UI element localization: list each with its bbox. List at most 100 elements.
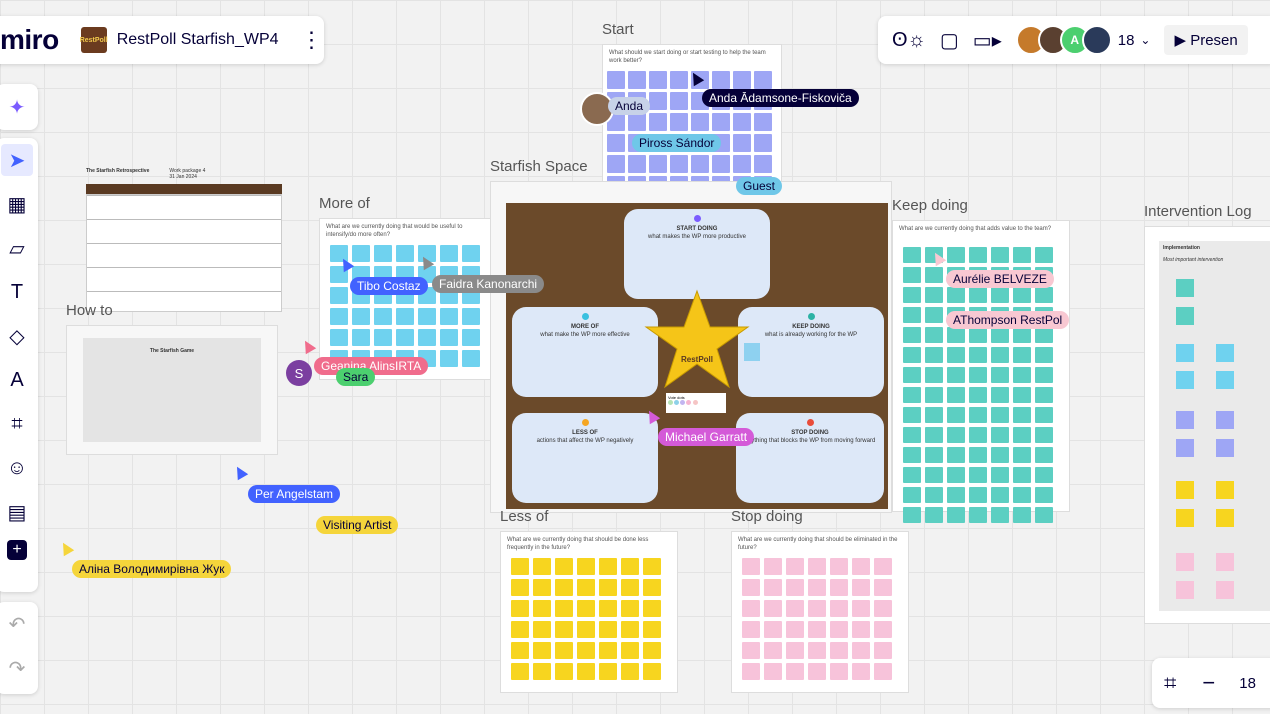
- shapes-icon[interactable]: ◇: [9, 325, 25, 348]
- sticky-note[interactable]: [786, 579, 804, 596]
- sticky-note[interactable]: [418, 308, 436, 325]
- frame-intervention-log[interactable]: Implementation Most important interventi…: [1144, 226, 1270, 624]
- present-button[interactable]: ▶ Presen: [1164, 25, 1248, 55]
- sticky-note[interactable]: [1013, 387, 1031, 403]
- sticky-note[interactable]: [396, 329, 414, 346]
- sticky-note[interactable]: [1035, 347, 1053, 363]
- reactions-icon[interactable]: ʘ☼: [892, 28, 926, 51]
- sticky-note[interactable]: [874, 600, 892, 617]
- sticky-note[interactable]: [925, 387, 943, 403]
- sticky-note[interactable]: [1216, 344, 1234, 362]
- frame-label-how-to[interactable]: How to: [66, 302, 113, 319]
- sticky-note[interactable]: [533, 663, 551, 680]
- sticky-note[interactable]: [396, 245, 414, 262]
- sticky-note[interactable]: [577, 600, 595, 617]
- sticky-note[interactable]: [621, 579, 639, 596]
- zoom-level[interactable]: 18: [1239, 674, 1256, 692]
- sticky-note[interactable]: [925, 467, 943, 483]
- sticky-note[interactable]: [852, 621, 870, 638]
- sticky-note[interactable]: [621, 663, 639, 680]
- sticky-note[interactable]: [874, 621, 892, 638]
- sticky-note-icon[interactable]: ▱: [9, 237, 25, 260]
- sticky-note[interactable]: [969, 507, 987, 523]
- sticky-note[interactable]: [533, 558, 551, 575]
- sticky-note[interactable]: [969, 427, 987, 443]
- board-menu-icon[interactable]: ⋮: [300, 27, 323, 52]
- sticky-note[interactable]: [462, 329, 480, 346]
- sticky-note[interactable]: [555, 621, 573, 638]
- sticky-note[interactable]: [440, 350, 458, 367]
- sticky-note[interactable]: [670, 155, 688, 173]
- sticky-note[interactable]: [330, 329, 348, 346]
- sticky-note[interactable]: [1013, 507, 1031, 523]
- sticky-note[interactable]: [764, 600, 782, 617]
- sticky-note[interactable]: [374, 329, 392, 346]
- sticky-note[interactable]: [1013, 407, 1031, 423]
- retro-document[interactable]: The Starfish Retrospective Work package …: [86, 168, 282, 312]
- fit-frame-icon[interactable]: ⌗: [1164, 670, 1177, 695]
- sticky-note[interactable]: [1035, 467, 1053, 483]
- sticky-note[interactable]: [621, 621, 639, 638]
- sticky-note[interactable]: [991, 487, 1009, 503]
- sticky-note[interactable]: [1013, 447, 1031, 463]
- sticky-note[interactable]: [643, 642, 661, 659]
- sticky-note[interactable]: [1176, 307, 1194, 325]
- sticky-note[interactable]: [1216, 411, 1234, 429]
- sticky-note[interactable]: [808, 621, 826, 638]
- sticky-note[interactable]: [577, 663, 595, 680]
- sticky-note[interactable]: [903, 407, 921, 423]
- templates-icon[interactable]: ▦: [7, 193, 27, 216]
- sticky-note[interactable]: [352, 245, 370, 262]
- sparkle-icon[interactable]: ✦: [8, 96, 26, 119]
- sticky-note[interactable]: [903, 367, 921, 383]
- sticky-note[interactable]: [1035, 327, 1053, 343]
- sticky-note[interactable]: [742, 663, 760, 680]
- sticky-note[interactable]: [643, 621, 661, 638]
- sticky-note[interactable]: [925, 427, 943, 443]
- frame-stop-doing[interactable]: What are we currently doing that should …: [731, 531, 909, 693]
- sticky-note[interactable]: [649, 71, 667, 89]
- sticky-note[interactable]: [1176, 439, 1194, 457]
- sticky-note[interactable]: [511, 621, 529, 638]
- sticky-note[interactable]: [621, 558, 639, 575]
- sticky-note[interactable]: [440, 245, 458, 262]
- sticky-note[interactable]: [742, 600, 760, 617]
- sticky-note[interactable]: [712, 155, 730, 173]
- sticky-note[interactable]: [991, 407, 1009, 423]
- sticky-note[interactable]: [786, 600, 804, 617]
- sticky-note[interactable]: [947, 287, 965, 303]
- sticky-note[interactable]: [1013, 467, 1031, 483]
- sticky-note[interactable]: [599, 642, 617, 659]
- sticky-note[interactable]: [599, 600, 617, 617]
- comments-icon[interactable]: ▢: [939, 29, 959, 52]
- sticky-note[interactable]: [1176, 344, 1194, 362]
- sticky-note[interactable]: [462, 308, 480, 325]
- sticky-note[interactable]: [808, 642, 826, 659]
- sticky-note[interactable]: [830, 579, 848, 596]
- sticky-note[interactable]: [649, 113, 667, 131]
- miro-logo[interactable]: miro: [0, 24, 59, 55]
- sticky-note[interactable]: [330, 245, 348, 262]
- sticky-note[interactable]: [511, 579, 529, 596]
- sticky-note[interactable]: [991, 347, 1009, 363]
- sticky-note[interactable]: [754, 134, 772, 152]
- sticky-note[interactable]: [1176, 481, 1194, 499]
- sticky-note[interactable]: [925, 407, 943, 423]
- sticky-note[interactable]: [1176, 509, 1194, 527]
- sticky-note[interactable]: [628, 113, 646, 131]
- sticky-note[interactable]: [786, 642, 804, 659]
- frame-how-to[interactable]: The Starfish Game: [66, 325, 278, 455]
- sticky-note[interactable]: [925, 447, 943, 463]
- sticky-note[interactable]: [925, 307, 943, 323]
- sticky-note[interactable]: [830, 600, 848, 617]
- sticky-note[interactable]: [643, 600, 661, 617]
- sticky-note[interactable]: [1176, 411, 1194, 429]
- text-icon[interactable]: T: [10, 280, 24, 303]
- sticky-note[interactable]: [577, 621, 595, 638]
- sticky-note[interactable]: [462, 245, 480, 262]
- sticky-note[interactable]: [511, 558, 529, 575]
- sticky-note[interactable]: [599, 579, 617, 596]
- frame-label-keep-doing[interactable]: Keep doing: [892, 197, 968, 214]
- sticky-note[interactable]: [712, 71, 730, 89]
